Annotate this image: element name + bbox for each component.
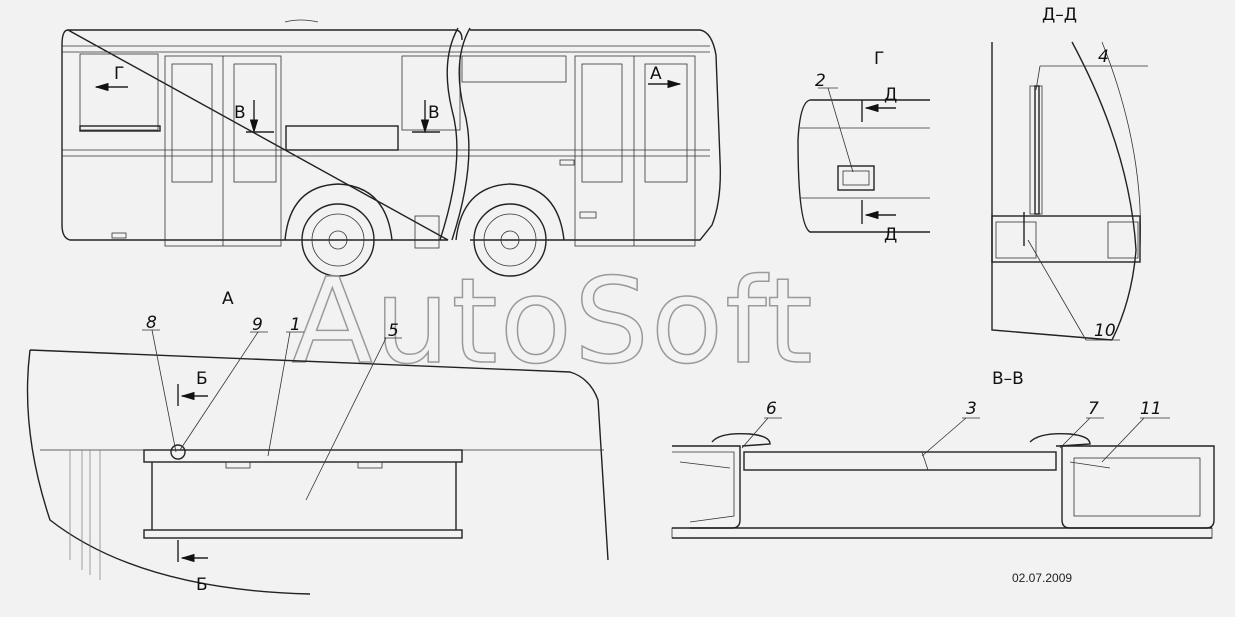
callout-6: 6 [766, 399, 777, 419]
section-mark-v-right: В [428, 103, 440, 123]
bus-side-view: Г А В В [61, 19, 721, 277]
view-g-mark-d-top: Д [884, 85, 897, 105]
detail-a: А Б Б 8 9 1 5 [26, 289, 609, 595]
section-dd-title: Д–Д [1042, 5, 1077, 25]
callout-7: 7 [1088, 399, 1099, 419]
callout-10: 10 [1094, 321, 1116, 341]
view-g-title: Г [874, 49, 884, 69]
watermark: AutoSoft [292, 252, 815, 390]
section-vv-title: В–В [992, 369, 1024, 389]
view-g-mark-d-bottom: Д [884, 225, 897, 245]
callout-9: 9 [252, 315, 263, 335]
callout-11: 11 [1140, 399, 1162, 419]
callout-3: 3 [966, 399, 977, 419]
section-mark-v-left: В [234, 103, 246, 123]
drawing-date: 02.07.2009 [1012, 571, 1072, 585]
callout-8: 8 [146, 313, 157, 333]
callout-5: 5 [388, 321, 399, 341]
detail-a-mark-b-top: Б [196, 369, 208, 389]
view-g: Г Д Д 2 [797, 49, 930, 245]
callout-1: 1 [290, 315, 301, 335]
section-mark-a: А [650, 64, 662, 84]
section-mark-g: Г [114, 64, 124, 84]
callout-2: 2 [815, 71, 826, 91]
callout-4: 4 [1098, 47, 1109, 67]
section-vv: В–В 6 3 7 11 [671, 369, 1215, 539]
detail-a-mark-b-bottom: Б [196, 575, 208, 595]
section-dd: Д–Д 4 10 [991, 5, 1148, 341]
detail-a-title: А [222, 289, 234, 309]
